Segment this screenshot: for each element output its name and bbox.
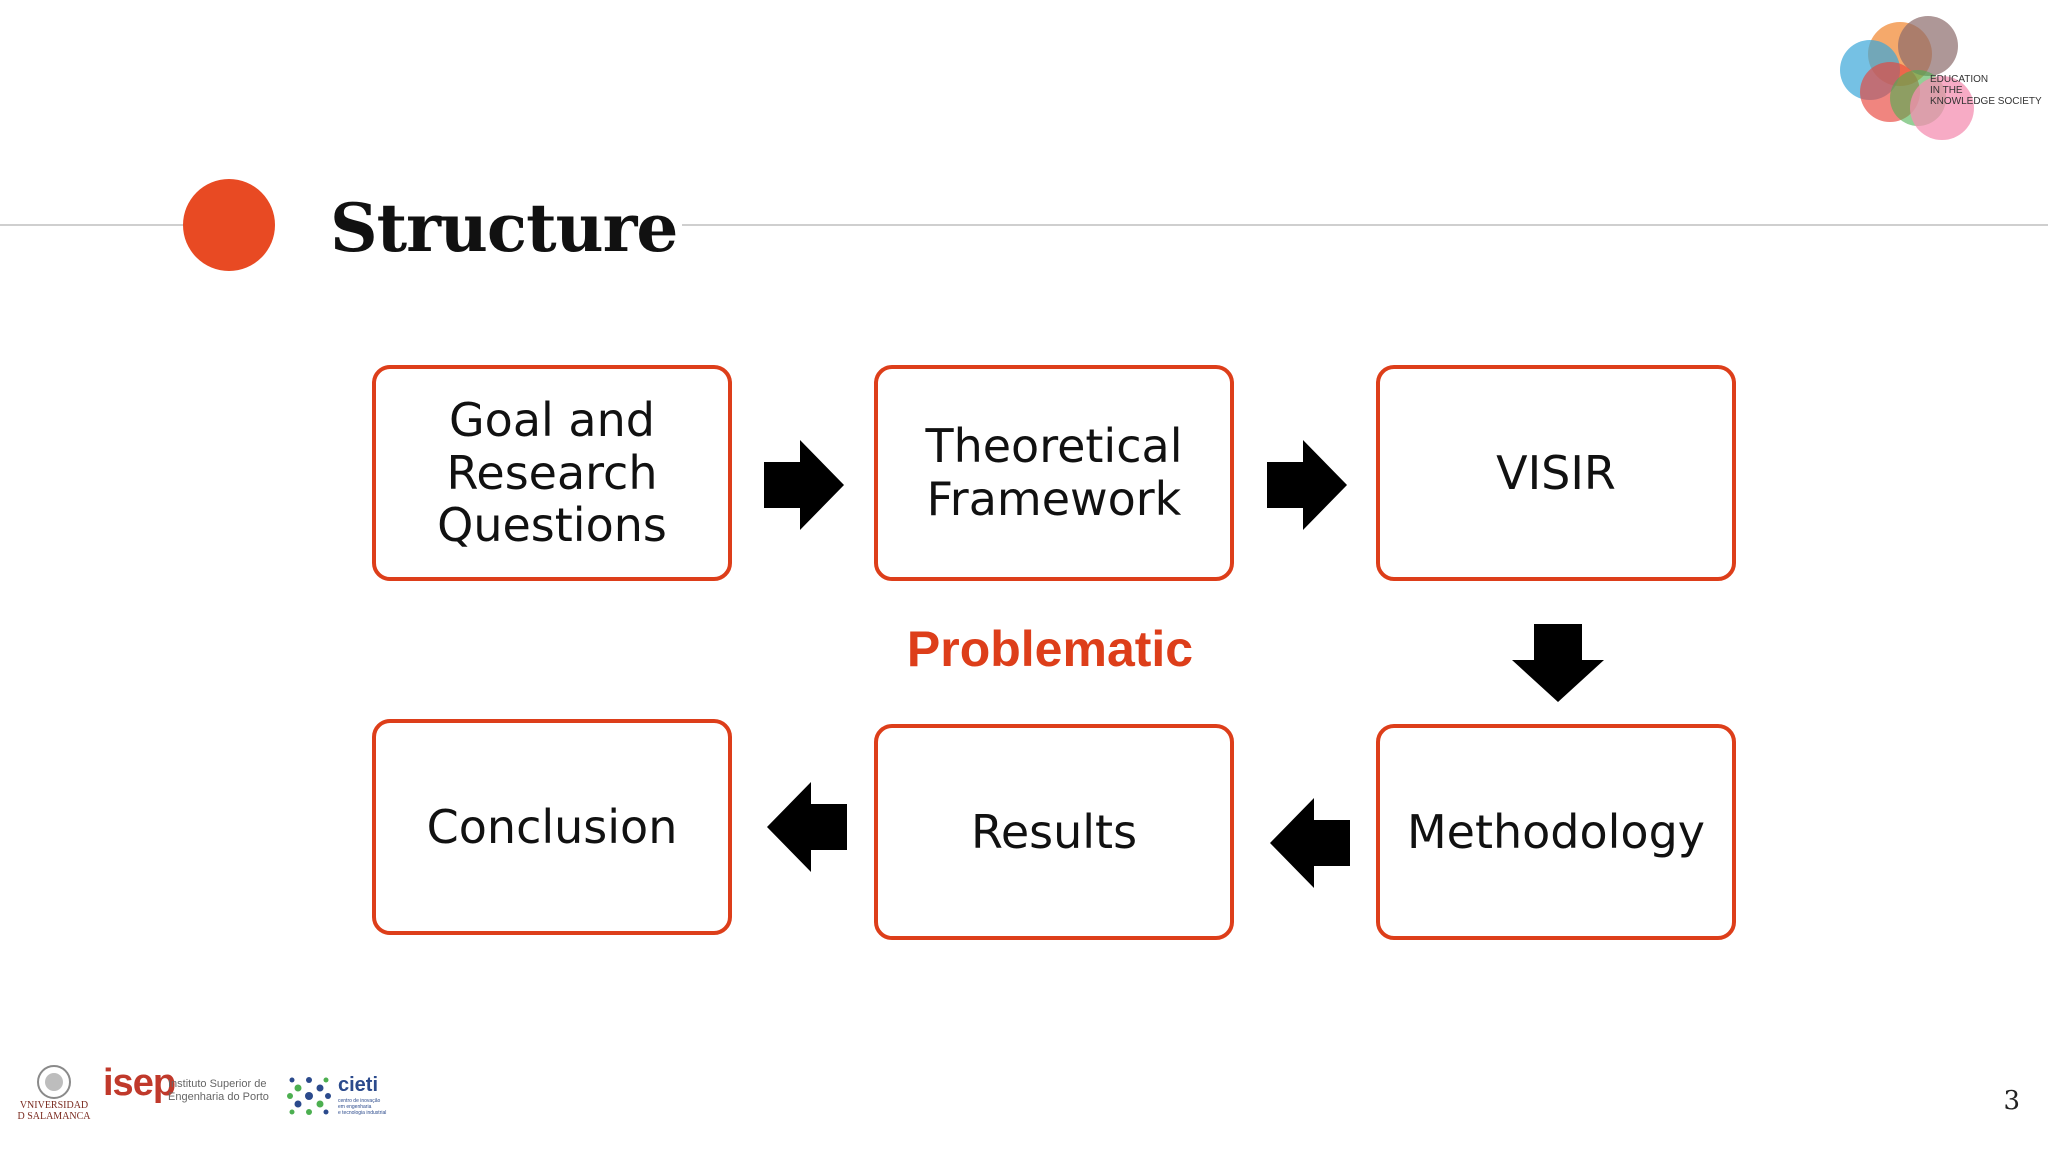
- arrow-right-icon: [764, 440, 844, 530]
- box-label: Methodology: [1406, 804, 1705, 859]
- problematic-label: Problematic: [906, 621, 1194, 677]
- box-results: Results: [874, 724, 1234, 940]
- box-label: Theoretical Framework: [925, 419, 1183, 526]
- slide-title: Structure: [330, 189, 678, 267]
- isep-logo: isep: [103, 1062, 176, 1104]
- education-knowledge-society-logo: [1840, 16, 1974, 140]
- arrow-right-icon: [1267, 440, 1347, 530]
- box-conclusion: Conclusion: [372, 719, 732, 935]
- box-theoretical-framework: Theoretical Framework: [874, 365, 1234, 581]
- box-goal-research-questions: Goal and Research Questions: [372, 365, 732, 581]
- arrow-left-icon: [767, 782, 847, 872]
- usal-text: VNIVERSIDAD D SALAMANCA: [17, 1100, 91, 1122]
- page-number: 3: [2003, 1086, 2020, 1116]
- cieti-logo: cieti: [338, 1074, 379, 1096]
- box-label: VISIR: [1496, 445, 1616, 500]
- arrow-down-icon: [1512, 624, 1604, 702]
- cieti-logo-text: centro de inovação em engenharia e tecno…: [338, 1098, 387, 1116]
- isep-logo-text: Instituto Superior de Engenharia do Port…: [168, 1078, 269, 1103]
- title-rule-right: [682, 224, 2048, 226]
- logo-text: EDUCATION IN THE KNOWLEDGE SOCIETY: [1930, 74, 2042, 107]
- title-rule-left: [0, 224, 186, 226]
- cieti-dots-logo: [287, 1077, 331, 1115]
- arrow-left-icon: [1270, 798, 1350, 888]
- usal-seal-logo: [37, 1065, 71, 1099]
- box-visir: VISIR: [1376, 365, 1736, 581]
- box-methodology: Methodology: [1376, 724, 1736, 940]
- box-label: Conclusion: [426, 799, 678, 854]
- title-bullet-dot: [183, 179, 275, 271]
- box-label: Goal and Research Questions: [437, 392, 667, 553]
- box-label: Results: [970, 804, 1138, 859]
